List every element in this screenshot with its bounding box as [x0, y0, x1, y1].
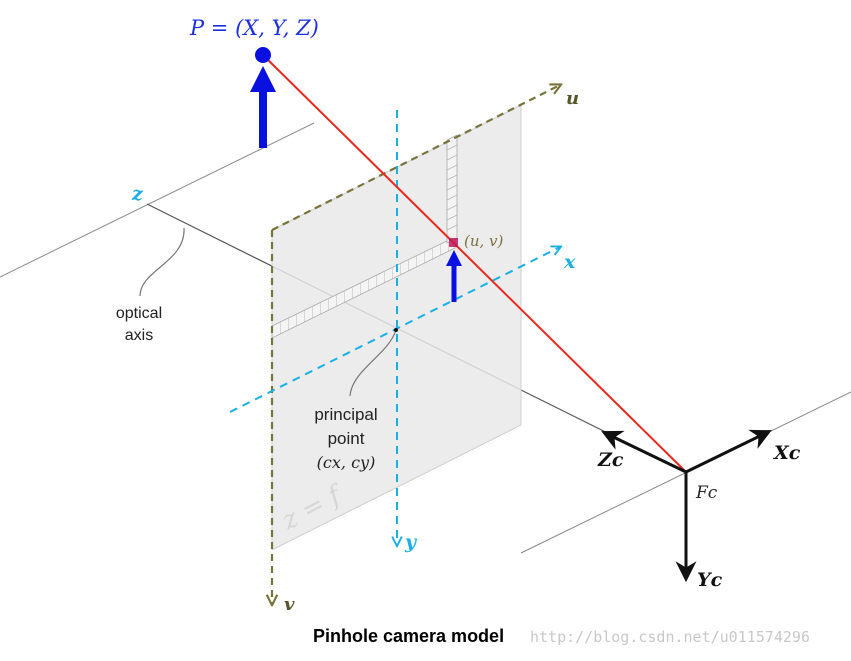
camera-z-axis: [601, 430, 687, 474]
principal-point-leader: [349, 329, 397, 397]
camera-x-label: Xc: [773, 442, 801, 464]
image-point-arrow-head: [446, 250, 462, 266]
camera-z-label: Zc: [597, 449, 624, 471]
z-label: z: [131, 183, 144, 205]
principal-point-label-2: point: [328, 429, 365, 448]
principal-point-dot: [394, 328, 398, 332]
caption-watermark: http://blog.csdn.net/u011574296: [530, 628, 810, 646]
camera-y-label: Yc: [697, 569, 723, 591]
point-P-label: P = (X, Y, Z): [189, 16, 319, 40]
principal-point-coords: (cx, cy): [317, 453, 376, 472]
world-point-arrow-head: [250, 66, 276, 92]
principal-point-label-1: principal: [314, 405, 377, 424]
camera-frame-label: Fc: [695, 483, 718, 503]
y-axis-label: y: [404, 531, 418, 553]
u-axis-label: u: [566, 88, 579, 109]
v-axis-label: v: [284, 594, 295, 615]
optical-axis-leader: [139, 227, 185, 297]
image-point-uv: [449, 238, 458, 247]
world-point-P: [255, 47, 271, 63]
x-axis-label: x: [563, 251, 576, 273]
uv-label: (u, v): [464, 232, 504, 250]
caption-title: Pinhole camera model: [313, 626, 504, 646]
pixel-ladder-horizontal: [271, 236, 456, 339]
projection-ray: [262, 54, 687, 473]
optical-axis-label-2: axis: [125, 327, 153, 344]
optical-axis-label-1: optical: [116, 305, 162, 322]
camera-x-axis: [685, 429, 772, 474]
u-axis: [271, 85, 560, 231]
pixel-ladder-rungs: [446, 144, 458, 231]
ground-line-left: [0, 122, 315, 278]
